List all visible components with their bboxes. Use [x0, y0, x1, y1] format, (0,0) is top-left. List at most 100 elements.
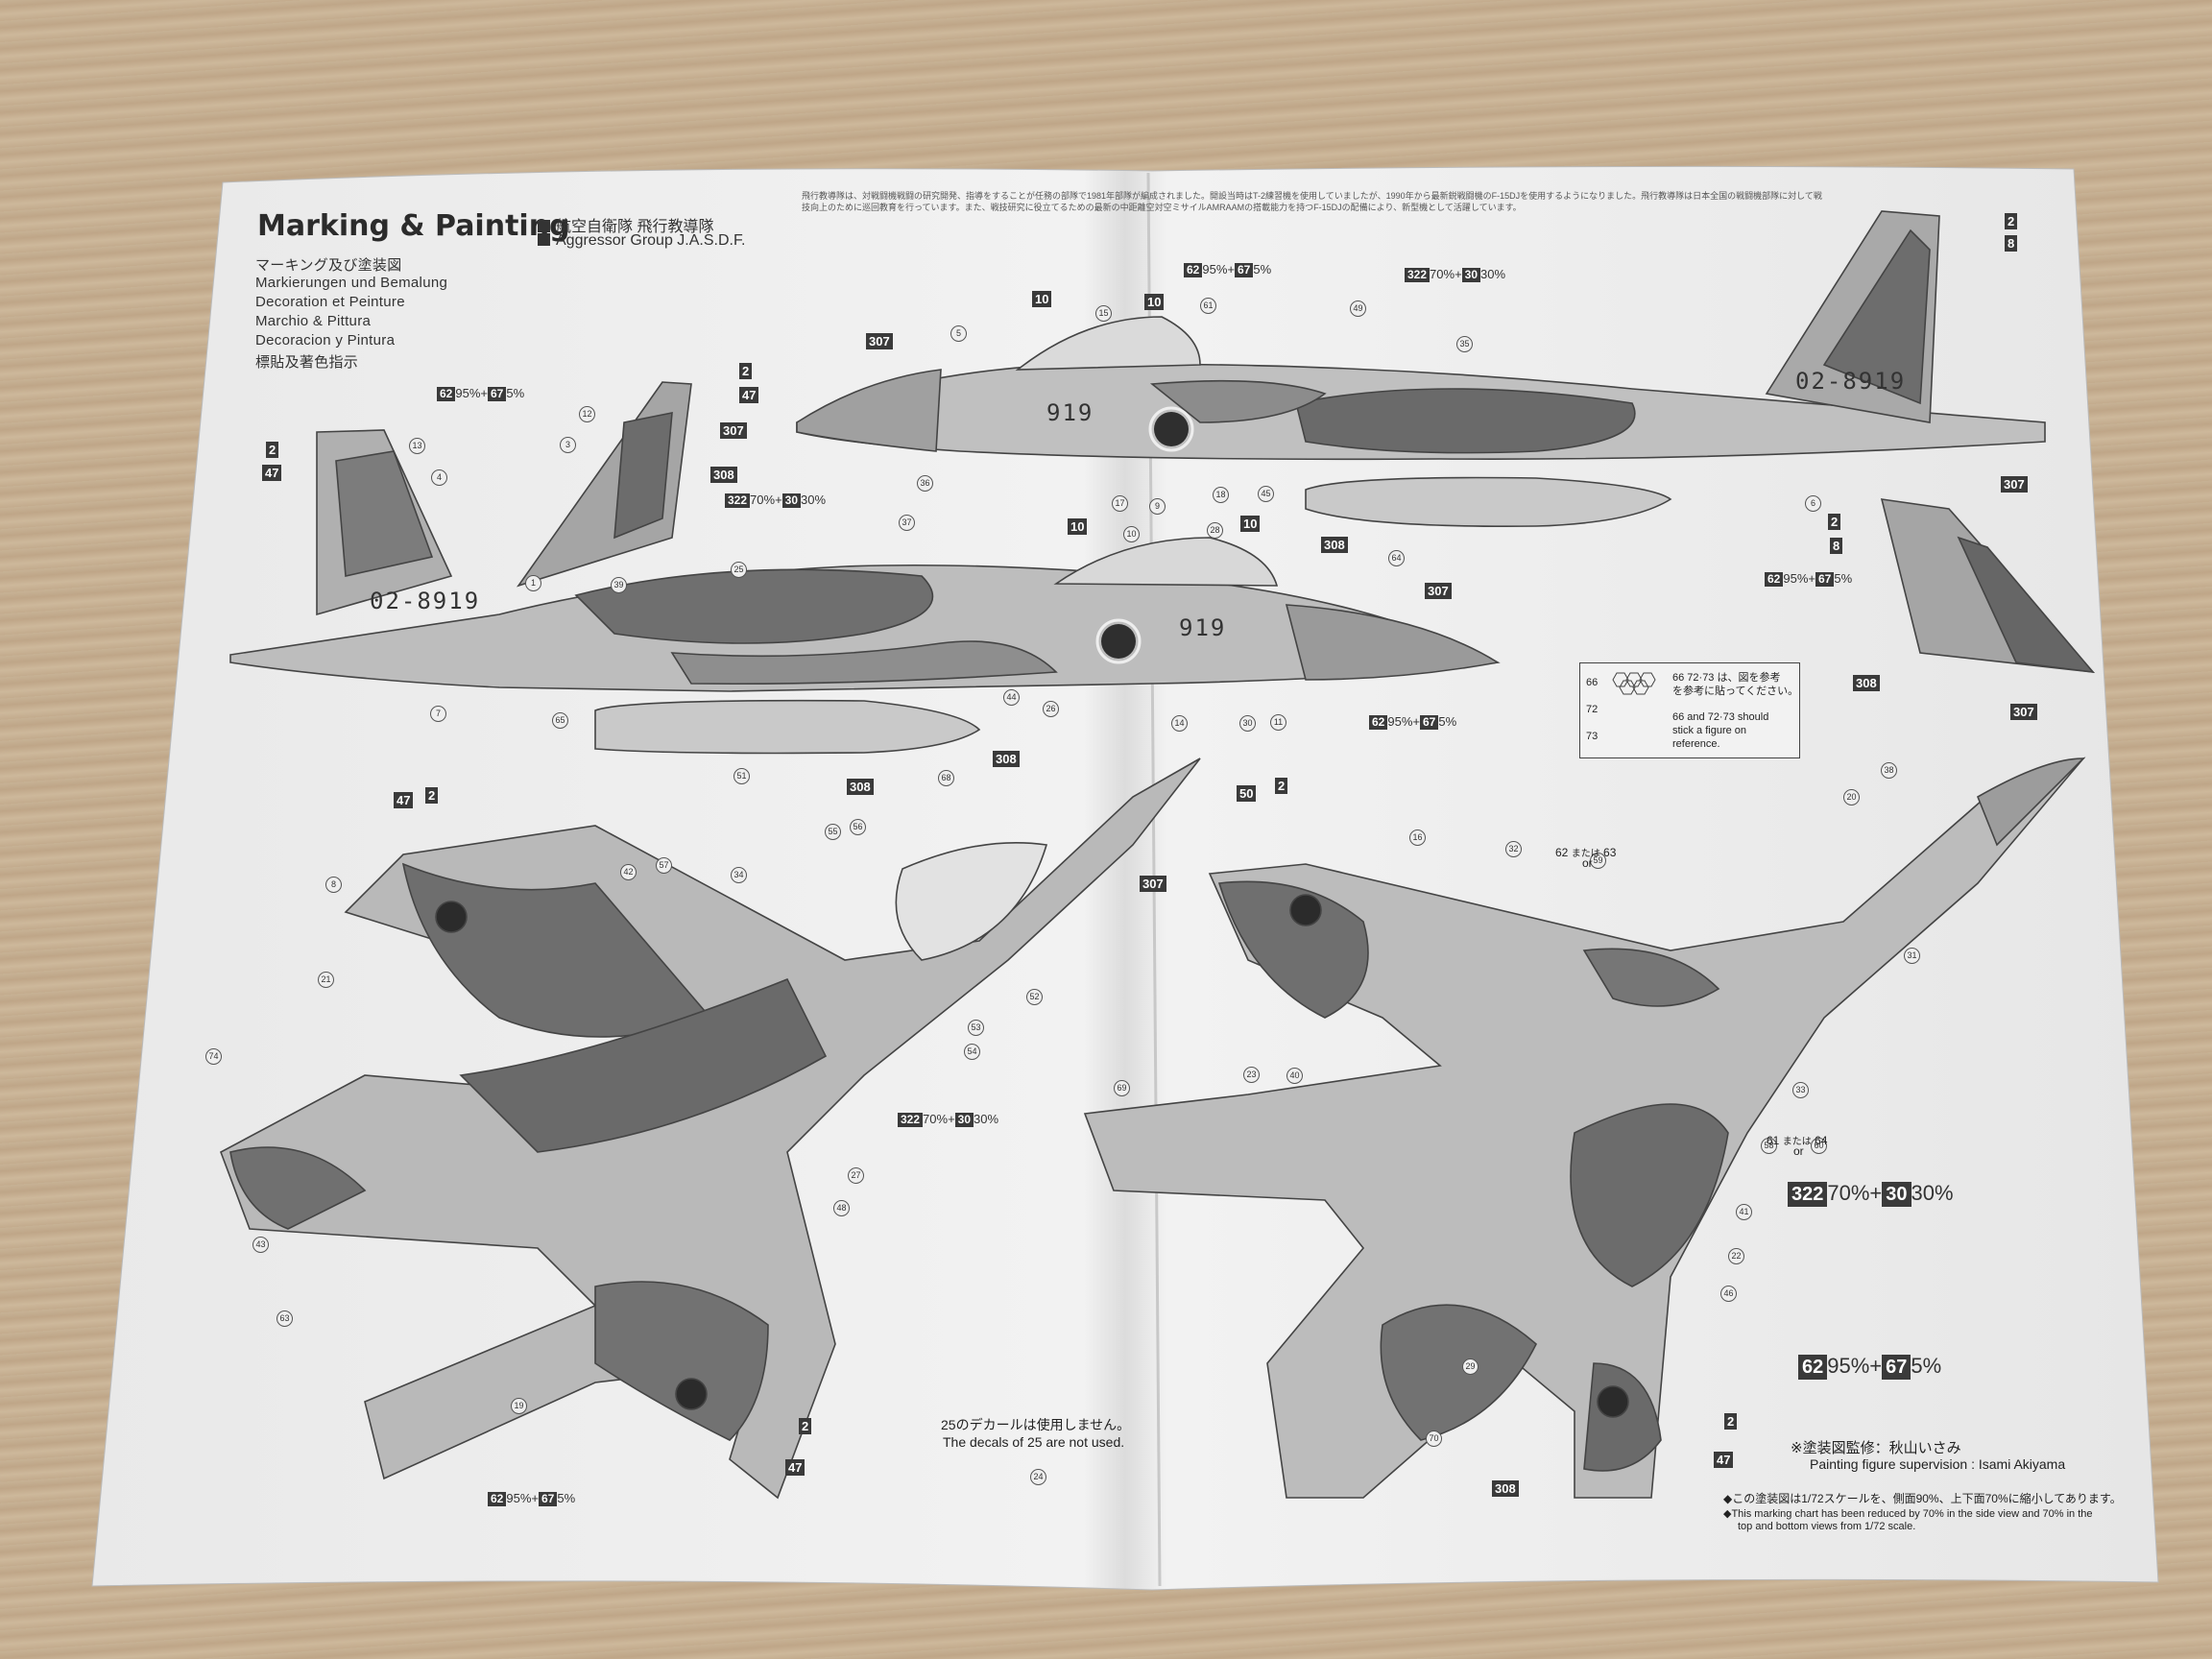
callout: 11 — [1270, 714, 1286, 731]
decal-chip-307: 307 — [1425, 583, 1452, 599]
decal-chip-47: 47 — [785, 1459, 805, 1476]
decal-chip-308: 308 — [710, 467, 737, 483]
percent: 70% — [750, 493, 776, 507]
color-chip: 322 — [1788, 1182, 1828, 1207]
color-chip: 67 — [1815, 572, 1835, 587]
tail-fin-camo — [335, 450, 434, 577]
camo-dark-1 — [1217, 880, 1369, 1019]
percent: 70% — [1827, 1181, 1870, 1205]
percent: 30% — [974, 1112, 999, 1126]
callout: 23 — [1243, 1067, 1260, 1083]
callout: 57 — [656, 857, 672, 874]
hinomaru-outline — [1095, 618, 1142, 664]
scale-note-en-2: top and bottom views from 1/72 scale. — [1738, 1521, 1916, 1532]
callout: 16 — [1409, 830, 1426, 846]
color-chip: 62 — [1184, 263, 1203, 277]
callout: 28 — [1207, 522, 1223, 539]
decal-reference-box: 66 72 73 66 72·73 は、図を参考 を参考に貼ってください。 66… — [1579, 662, 1800, 758]
callout: 37 — [899, 515, 915, 531]
percent: 95% — [1387, 714, 1413, 729]
callout: 12 — [579, 406, 595, 422]
alternate-decal-b: 61 または 64 or — [1767, 1133, 1828, 1158]
percent: 95% — [455, 386, 481, 400]
callout: 6 — [1805, 495, 1821, 512]
decal-chip-47: 47 — [1714, 1452, 1734, 1468]
decal-chip-50: 50 — [1237, 785, 1257, 802]
callout: 64 — [1388, 550, 1405, 566]
page-title: Marking & Painting — [257, 209, 570, 243]
decal-chip-2: 2 — [266, 442, 279, 458]
callout: 40 — [1286, 1068, 1303, 1084]
callout: 22 — [1728, 1248, 1744, 1264]
decal-chip-2: 2 — [739, 363, 753, 379]
camo-dark — [574, 568, 934, 644]
decal-chip-2: 2 — [1724, 1413, 1738, 1430]
callout: 8 — [325, 877, 342, 893]
decal-chip-2: 2 — [2005, 213, 2018, 229]
alt-right: 64 — [1815, 1134, 1828, 1147]
canopy — [1053, 537, 1279, 587]
callout: 18 — [1213, 487, 1229, 503]
hinomaru — [1101, 624, 1136, 659]
percent: 5% — [1438, 714, 1457, 729]
unit-jp-text: 航空自衛隊 飛行教導隊 — [556, 219, 714, 235]
color-chip: 322 — [725, 493, 751, 508]
callout: 61 — [1200, 298, 1216, 314]
percent: 95% — [1202, 262, 1228, 276]
callout: 39 — [611, 577, 627, 593]
tail-fin-camo — [1822, 228, 1931, 405]
percent: 70% — [1430, 267, 1455, 281]
bottom-view — [1083, 757, 2086, 1499]
canopy — [895, 841, 1048, 961]
callout: 58 — [1761, 1138, 1777, 1154]
percent: 30% — [1911, 1181, 1954, 1205]
callout: 9 — [1149, 498, 1166, 515]
alt-jp: または — [1782, 1137, 1812, 1147]
decal-chip-308: 308 — [1492, 1480, 1519, 1497]
decal-chip-307: 307 — [720, 422, 747, 439]
callout: 1 — [525, 575, 541, 591]
title-fr: Decoration et Peinture — [255, 294, 405, 310]
callout: 26 — [1043, 701, 1059, 717]
decal-chip-2: 2 — [1275, 778, 1288, 794]
decal-ref-73: 73 — [1586, 731, 1599, 742]
callout: 69 — [1114, 1080, 1130, 1096]
color-chip: 30 — [1461, 268, 1481, 282]
percent: 95% — [1827, 1354, 1870, 1378]
callout: 60 — [1811, 1138, 1827, 1154]
decal-ref-en-2: stick a figure on — [1672, 725, 1747, 736]
unit-en-text: Aggressor Group J.A.S.D.F. — [556, 232, 746, 249]
color-chip: 322 — [898, 1113, 924, 1127]
drop-tank — [1305, 476, 1672, 527]
decal-chip-47: 47 — [739, 387, 759, 403]
callout: 10 — [1123, 526, 1140, 542]
callout: 17 — [1112, 495, 1128, 512]
camo-dark-2 — [1570, 1103, 1729, 1287]
supervision-jp: ※塗装図監修：秋山いさみ — [1791, 1440, 1961, 1456]
nose-cone — [796, 369, 942, 452]
alt-en: or — [1793, 1144, 1804, 1158]
hinomaru — [435, 901, 468, 933]
camo-dark-1 — [401, 862, 712, 1038]
alternate-decal-a: 62 または 63 or — [1555, 845, 1617, 870]
color-chip: 67 — [1882, 1355, 1911, 1380]
decal-chip-308: 308 — [847, 779, 874, 795]
hinomaru — [675, 1378, 708, 1410]
percent: 95% — [506, 1491, 532, 1505]
callout: 3 — [560, 437, 576, 453]
color-chip: 62 — [1798, 1355, 1828, 1380]
nose-cone — [1285, 604, 1501, 681]
callout: 68 — [938, 770, 954, 786]
callout: 45 — [1258, 486, 1274, 502]
callout: 51 — [733, 768, 750, 784]
callout: 29 — [1462, 1358, 1479, 1375]
callout: 27 — [848, 1167, 864, 1184]
decal-chip-10: 10 — [1068, 518, 1088, 535]
decal-25-note-en: The decals of 25 are not used. — [943, 1434, 1125, 1450]
alt-right: 63 — [1603, 846, 1617, 859]
